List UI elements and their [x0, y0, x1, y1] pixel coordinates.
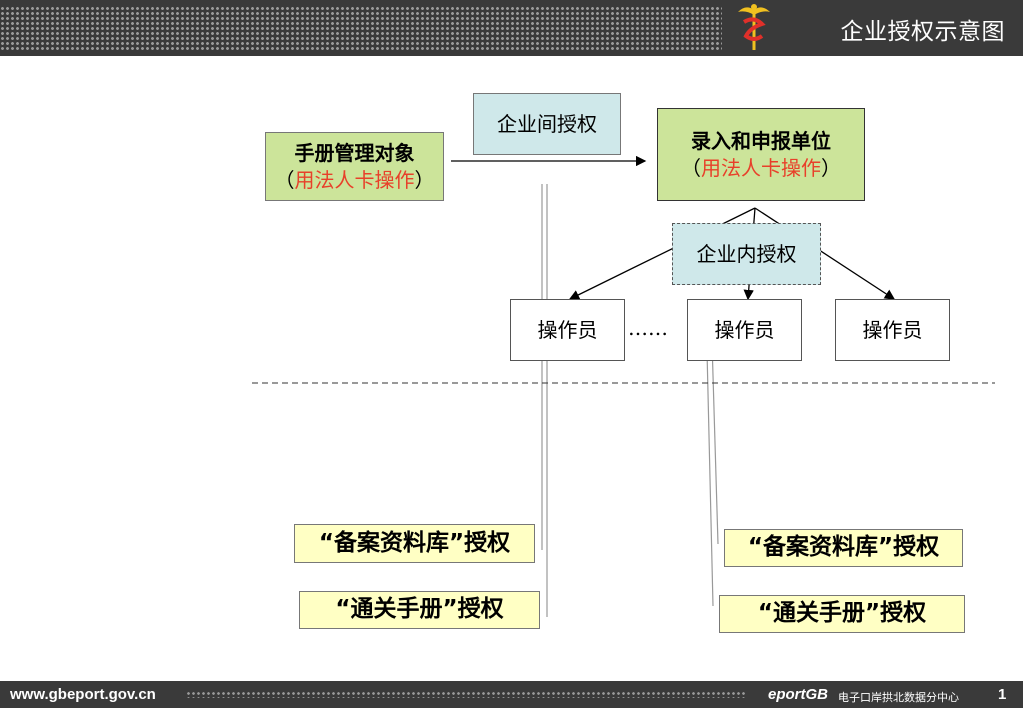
declare-unit-title: 录入和申报单位 [691, 128, 831, 153]
left-archive-auth-label: “备案资料库”授权 [318, 529, 511, 556]
footer-dot-pattern [186, 691, 746, 698]
manual-object-title: 手册管理对象 [294, 140, 415, 165]
inter-enterprise-auth-box: 企业间授权 [473, 93, 621, 155]
page-number: 1 [998, 686, 1007, 703]
declare-unit-note: （用法人卡操作） [681, 155, 841, 180]
header-bar: 企业授权示意图 [0, 0, 1023, 56]
declare-unit-box: 录入和申报单位 （用法人卡操作） [657, 108, 865, 201]
operator-box-2: 操作员 [687, 299, 802, 361]
operator-ellipsis: …… [628, 316, 668, 340]
inter-enterprise-auth-label: 企业间授权 [497, 111, 597, 136]
brand-name: eportGB [768, 686, 828, 703]
right-customs-manual-auth-box: “通关手册”授权 [719, 595, 965, 633]
operator-label-1: 操作员 [537, 317, 598, 342]
page-title: 企业授权示意图 [840, 19, 1005, 45]
data-center-name: 电子口岸拱北数据分中心 [838, 691, 959, 704]
footer-bar: www.gbeport.gov.cn eportGB 电子口岸拱北数据分中心 1 [0, 681, 1023, 708]
site-url: www.gbeport.gov.cn [10, 686, 156, 703]
header-dot-pattern [0, 6, 722, 50]
right-archive-auth-label: “备案资料库”授权 [747, 534, 940, 561]
left-customs-manual-auth-box: “通关手册”授权 [299, 591, 540, 629]
right-customs-manual-auth-label: “通关手册”授权 [757, 600, 927, 627]
operator-label-2: 操作员 [714, 317, 775, 342]
customs-emblem-icon [738, 4, 770, 50]
left-archive-auth-box: “备案资料库”授权 [294, 524, 535, 563]
left-customs-manual-auth-label: “通关手册”授权 [335, 596, 504, 623]
operator-box-1: 操作员 [510, 299, 625, 361]
operator-label-3: 操作员 [862, 317, 923, 342]
intra-enterprise-auth-label: 企业内授权 [696, 241, 797, 266]
right-archive-auth-box: “备案资料库”授权 [724, 529, 963, 567]
operator-box-3: 操作员 [835, 299, 950, 361]
manual-object-box: 手册管理对象 （用法人卡操作） [265, 132, 444, 201]
intra-enterprise-auth-box: 企业内授权 [672, 223, 821, 285]
manual-object-note: （用法人卡操作） [274, 167, 435, 192]
